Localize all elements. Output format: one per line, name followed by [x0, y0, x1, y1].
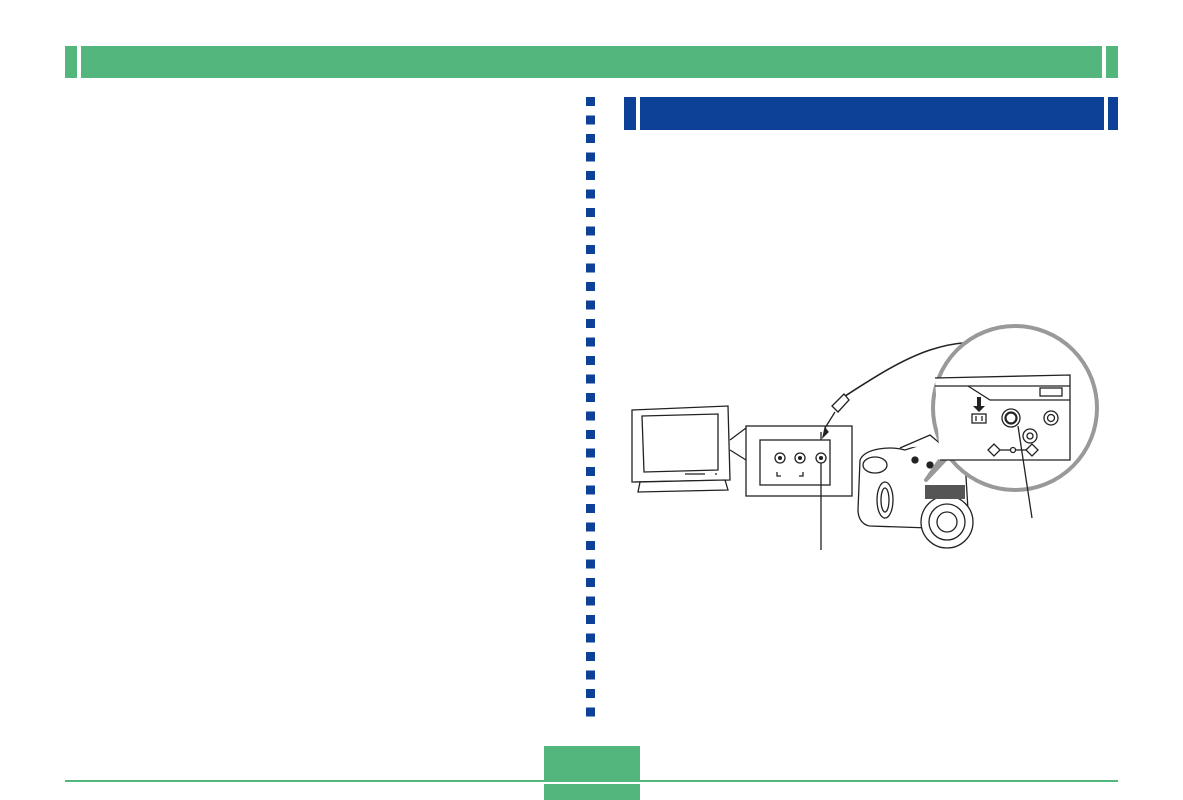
right-column-text: [630, 145, 1110, 315]
divider-dot: [586, 189, 595, 199]
divider-dot: [586, 633, 595, 643]
divider-dot: [586, 337, 595, 347]
divider-dot: [586, 97, 595, 106]
divider-dot: [586, 152, 595, 162]
divider-dot: [586, 578, 595, 587]
section-bar-main: [640, 97, 1104, 130]
header-bar-left-cap: [65, 46, 77, 78]
divider-dot: [586, 430, 595, 439]
divider-dot: [586, 411, 595, 421]
divider-dot: [586, 115, 595, 125]
divider-dot: [586, 263, 595, 273]
column-divider-dots: [586, 97, 595, 717]
header-bar-main: [81, 46, 1102, 78]
divider-dot: [586, 707, 595, 717]
page-header-bar: [65, 46, 1118, 78]
page-number-box: [544, 746, 640, 800]
divider-dot: [586, 134, 595, 143]
header-bar-right-cap: [1106, 46, 1118, 78]
divider-dot: [586, 208, 595, 217]
divider-dot: [586, 485, 595, 495]
magnified-jack-view: [924, 324, 1099, 519]
divider-dot: [586, 374, 595, 384]
divider-dot: [586, 356, 595, 365]
divider-dot: [586, 615, 595, 624]
section-header-bar: [624, 97, 1118, 130]
section-bar-right-cap: [1108, 97, 1118, 130]
page-number-box-top: [544, 746, 640, 780]
divider-dot: [586, 467, 595, 476]
divider-dot: [586, 596, 595, 606]
divider-dot: [586, 670, 595, 680]
divider-dot: [586, 504, 595, 513]
divider-dot: [586, 282, 595, 291]
tv-camera-connection-illustration: [631, 324, 1099, 550]
divider-dot: [586, 171, 595, 180]
divider-dot: [586, 541, 595, 550]
divider-dot: [586, 689, 595, 698]
left-column-text: [70, 100, 560, 720]
divider-dot: [586, 522, 595, 532]
television-drawing: [631, 405, 747, 493]
section-bar-left-cap: [624, 97, 636, 130]
divider-dot: [586, 393, 595, 402]
page-number-box-bottom: [544, 784, 640, 800]
camera-drawing: [857, 434, 974, 549]
footer-rule: [65, 780, 1118, 782]
divider-dot: [586, 226, 595, 236]
divider-dot: [586, 448, 595, 458]
divider-dot: [586, 652, 595, 661]
page-number: [544, 746, 640, 780]
tv-jack-panel: [745, 425, 853, 550]
divider-dot: [586, 245, 595, 254]
divider-dot: [586, 300, 595, 310]
divider-dot: [586, 319, 595, 328]
divider-dot: [586, 559, 595, 569]
